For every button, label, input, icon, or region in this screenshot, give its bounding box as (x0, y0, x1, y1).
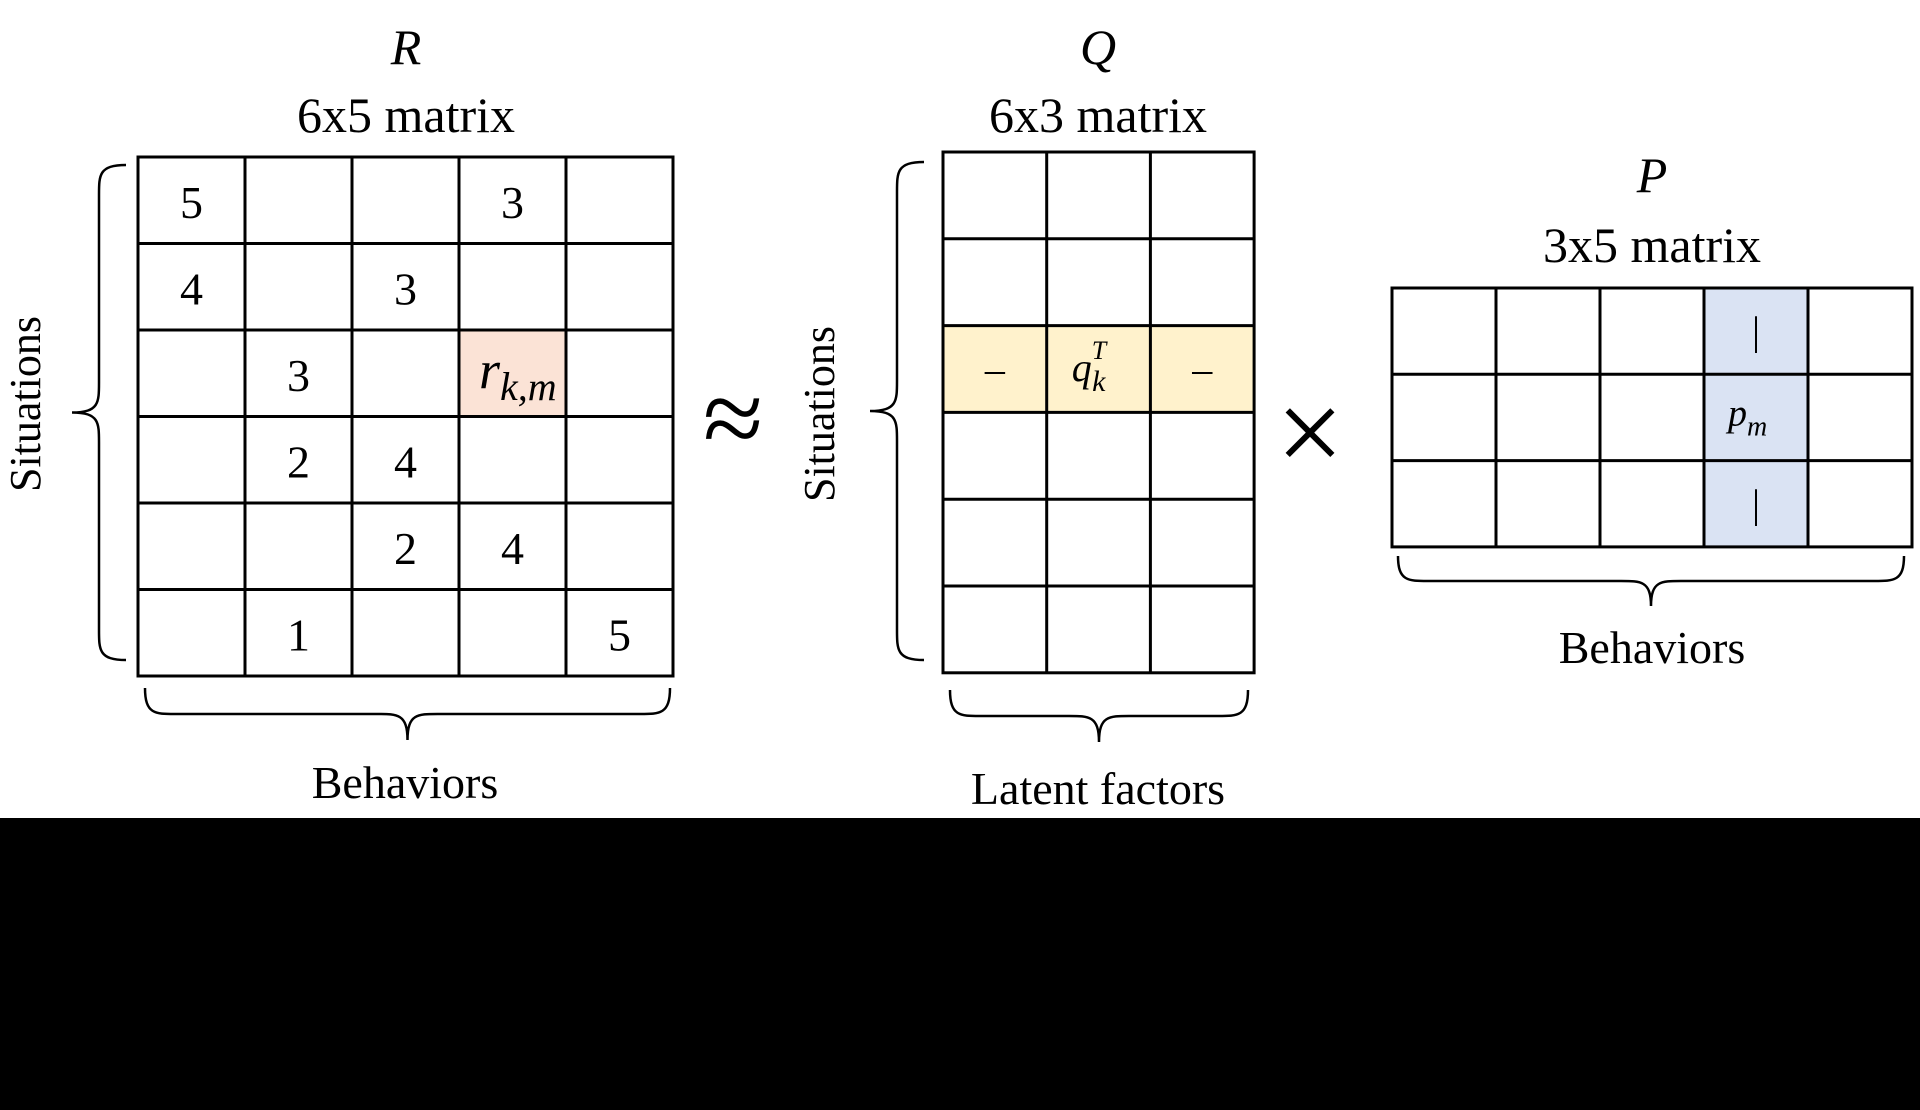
matrix-r-cell-value: 4 (501, 523, 524, 574)
p-col-bar: | (1752, 481, 1760, 526)
matrix-r-cell-value: 3 (394, 263, 417, 314)
q-highlight-row-bg (943, 325, 1255, 413)
r-km-symbol: rk,m (479, 340, 557, 409)
matrix-r-cell-value: 5 (608, 609, 631, 660)
matrix-r-cell-value: 5 (180, 177, 203, 228)
p-highlight-col-bg (1704, 288, 1808, 547)
q-row-dash: – (984, 347, 1006, 392)
matrix-p-grid-border (1390, 286, 1914, 549)
q-row-dash: – (1191, 347, 1213, 392)
matrix-q-row-brace (869, 160, 925, 662)
matrix-r-cell-value: 3 (287, 350, 310, 401)
bottom-black-band (0, 818, 1920, 1105)
matrix-p-subtitle: 3x5 matrix (1543, 217, 1761, 273)
matrix-r-row-label: Situations (1, 316, 50, 492)
matrix-q-col-label: Latent factors (971, 763, 1225, 814)
matrix-r-cell-value: 4 (180, 263, 203, 314)
matrix-r-cell-value: 2 (394, 523, 417, 574)
matrix-q-title: Q (1080, 19, 1116, 75)
matrix-r-cell-value: 2 (287, 436, 310, 487)
matrix-p-col-brace (1396, 555, 1906, 607)
matrix-r-cell-value: 4 (394, 436, 417, 487)
p-col-bar: | (1752, 309, 1760, 354)
matrix-r: 5 3 4 3 3 2 4 2 4 1 5 rk,m R 6x5 matrixSituationsBeha… (1, 19, 675, 808)
matrix-r-col-brace (143, 687, 672, 741)
approx-symbol: ≈ (703, 357, 763, 479)
matrix-q-subtitle: 6x3 matrix (989, 87, 1207, 143)
matrix-r-cell-value: 3 (501, 177, 524, 228)
matrix-r-subtitle: 6x5 matrix (297, 87, 515, 143)
matrix-r-row-brace (71, 163, 127, 662)
p-m-symbol: pm (1725, 392, 1767, 442)
matrix-r-cell-value: 1 (287, 609, 310, 660)
matrix-q-col-brace (948, 689, 1250, 743)
matrix-r-col-label: Behaviors (312, 757, 499, 808)
times-symbol: × (1276, 366, 1344, 499)
r-highlight-cell-bg (459, 330, 566, 417)
matrix-p-title: P (1636, 147, 1668, 203)
matrix-p-col-label: Behaviors (1559, 622, 1746, 673)
matrix-q-row-label: Situations (795, 326, 844, 502)
matrix-r-title: R (390, 19, 422, 75)
